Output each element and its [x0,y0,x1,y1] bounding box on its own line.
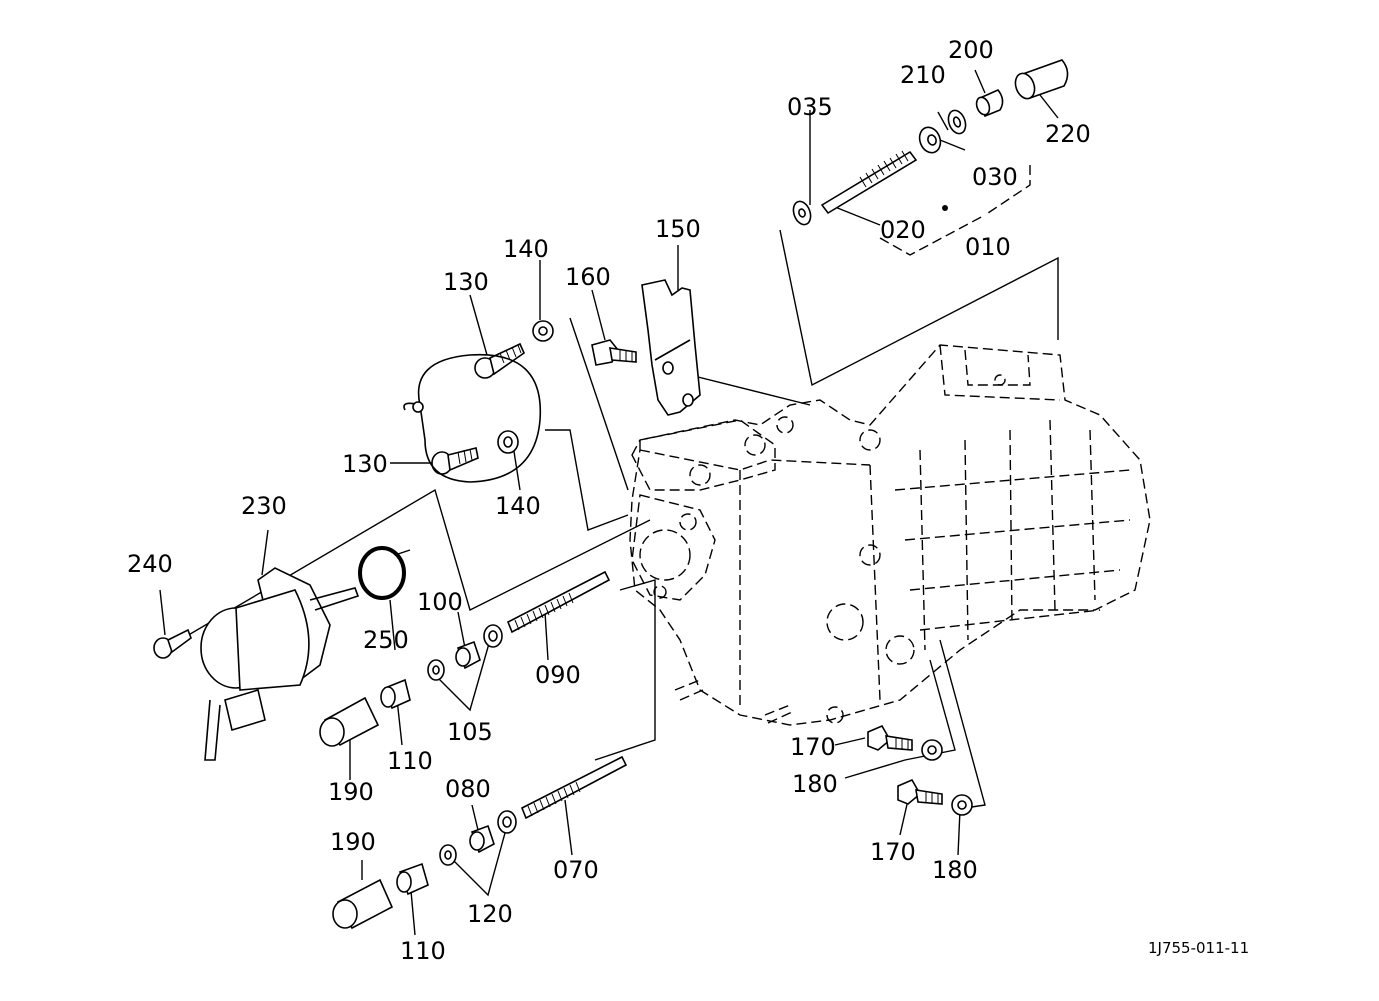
label-035: 035 [787,93,833,121]
label-010: 010 [965,233,1011,261]
part-130-bolt-bottom [431,447,479,475]
label-080: 080 [445,775,491,803]
part-105-washer [427,624,503,681]
drawing-reference-number: 1J755-011-11 [1148,939,1249,957]
part-030-nut [918,126,942,154]
part-190-cap-upper [319,696,380,747]
assembly-dot [942,205,948,211]
part-140-nut-top [532,320,554,342]
label-110-lower: 110 [400,937,446,965]
part-230-solenoid [200,567,360,761]
label-090: 090 [535,661,581,689]
label-250: 250 [363,626,409,654]
part-170-bolt-upper [867,724,913,751]
label-150: 150 [655,215,701,243]
part-240-screw [153,628,192,659]
label-190-upper: 190 [328,778,374,806]
part-180-washer-lower [951,794,973,816]
label-130-bottom: 130 [342,450,388,478]
leader-lines [159,69,1059,936]
label-160: 160 [565,263,611,291]
label-230: 230 [241,492,287,520]
label-220: 220 [1045,120,1091,148]
part-110-bush-lower [396,862,429,896]
part-210-washer [947,109,967,135]
label-070: 070 [553,856,599,884]
part-labels: 010 020 030 035 200 210 220 150 160 140 … [127,36,1091,965]
part-035-washer [792,200,812,226]
part-090-rod [506,570,611,634]
part-140-nut-bottom [497,430,519,454]
part-150-bracket [641,279,701,416]
part-070-rod [520,755,628,820]
part-200-bush [975,89,1004,118]
part-250-o-ring [358,546,406,600]
part-100-nut [455,640,481,670]
gear-case-housing [629,344,1151,726]
label-020: 020 [880,216,926,244]
label-100: 100 [417,588,463,616]
label-105: 105 [447,718,493,746]
label-190-lower: 190 [330,828,376,856]
part-170-bolt-lower [897,778,943,805]
label-130-top: 130 [443,268,489,296]
part-160-bolt [591,339,637,366]
part-120-washer [439,810,517,866]
label-180-lower: 180 [932,856,978,884]
label-170-upper: 170 [790,733,836,761]
label-240: 240 [127,550,173,578]
label-110-upper: 110 [387,747,433,775]
part-130-bolt-top [474,342,525,379]
label-210: 210 [900,61,946,89]
label-170-lower: 170 [870,838,916,866]
label-120: 120 [467,900,513,928]
part-190-cap-lower [332,878,394,930]
part-080-nut [469,824,495,854]
label-140-bottom: 140 [495,492,541,520]
part-220-sleeve [1014,59,1069,100]
part-wire-loop [417,353,542,483]
part-110-bush-upper [380,678,411,710]
label-140-top: 140 [503,235,549,263]
label-030: 030 [972,163,1018,191]
label-180-upper: 180 [792,770,838,798]
label-200: 200 [948,36,994,64]
part-020-adjust-screw [820,150,918,215]
part-180-washer-upper [921,739,943,761]
